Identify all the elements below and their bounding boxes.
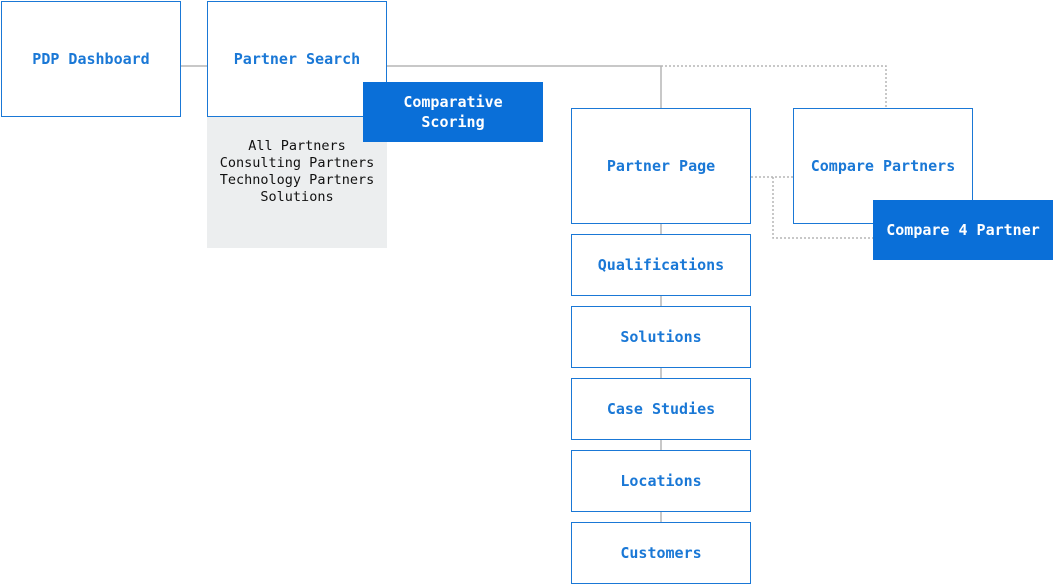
node-customers[interactable]: Customers: [571, 522, 751, 584]
filter-item[interactable]: Solutions: [260, 189, 334, 205]
node-solutions[interactable]: Solutions: [571, 306, 751, 368]
node-label: Compare Partners: [810, 157, 956, 175]
node-comparative-scoring[interactable]: Comparative Scoring: [363, 82, 543, 142]
node-label: Partner Search: [233, 50, 361, 68]
filter-item[interactable]: All Partners: [248, 138, 346, 154]
connector-compare-4-partner: [772, 177, 873, 239]
node-pdp-dashboard[interactable]: PDP Dashboard: [1, 1, 181, 117]
node-label: Partner Page: [606, 157, 716, 175]
filter-item[interactable]: Consulting Partners: [219, 155, 375, 171]
node-case-studies[interactable]: Case Studies: [571, 378, 751, 440]
node-qualifications[interactable]: Qualifications: [571, 234, 751, 296]
node-label: Solutions: [620, 328, 702, 346]
node-label-line-1: Comparative: [403, 93, 503, 111]
node-label: Locations: [620, 472, 702, 490]
partner-search-filter-list: All Partners Consulting Partners Technol…: [207, 117, 387, 248]
node-partner-search[interactable]: Partner Search: [207, 1, 387, 117]
node-label: Case Studies: [606, 400, 716, 418]
node-compare-4-partner[interactable]: Compare 4 Partner: [873, 200, 1053, 260]
node-locations[interactable]: Locations: [571, 450, 751, 512]
node-label: Customers: [620, 544, 702, 562]
node-label: Compare 4 Partner: [886, 221, 1040, 239]
node-label: Qualifications: [597, 256, 725, 274]
node-partner-page[interactable]: Partner Page: [571, 108, 751, 224]
connector-trunk-compare-partners: [661, 65, 887, 108]
filter-item[interactable]: Technology Partners: [219, 172, 375, 188]
node-label: PDP Dashboard: [32, 50, 150, 68]
node-label-line-2: Scoring: [421, 113, 485, 131]
